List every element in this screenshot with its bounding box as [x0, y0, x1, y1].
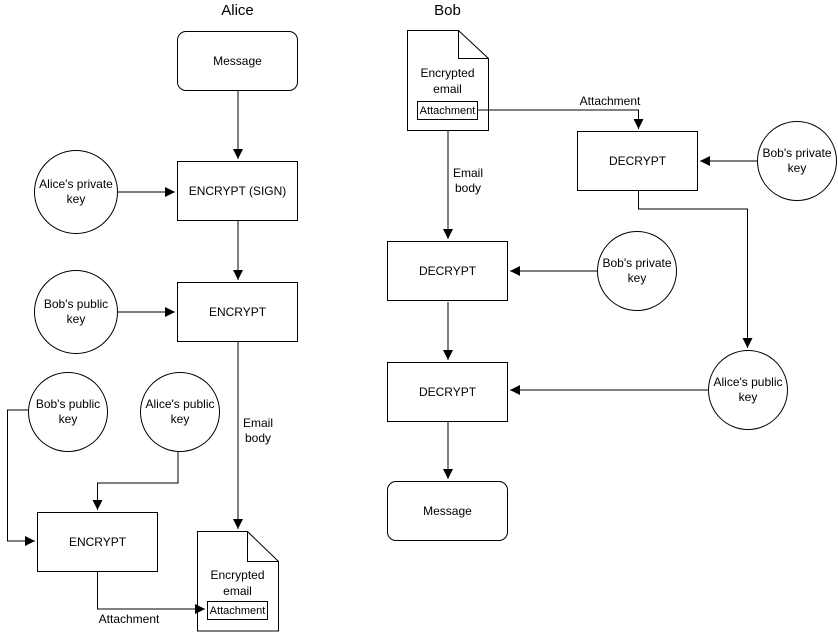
bob-public-key-bottom-node: Bob's public key	[28, 372, 108, 452]
attachment-box-label-bob: Attachment	[419, 104, 476, 117]
attachment-edge-label-alice: Attachment	[98, 612, 160, 626]
decrypt-sign-label: DECRYPT	[418, 384, 477, 399]
encrypted-email-label-bob: Encrypted email	[420, 66, 475, 96]
decrypt-body-label: DECRYPT	[418, 263, 477, 278]
decrypt-attachment-label: DECRYPT	[608, 153, 667, 168]
encrypt-attachment-label: ENCRYPT	[68, 534, 127, 549]
decrypt-body-node: DECRYPT	[387, 241, 508, 301]
bob-private-key-bottom-label: Bob's private key	[602, 256, 672, 285]
bob-column-title: Bob	[434, 2, 461, 19]
encrypted-email-label-alice: Encrypted email	[210, 568, 265, 598]
email-body-edge-label-alice: Email body	[242, 416, 273, 445]
edge-alice-public-key-to-encrypt-attachment	[92, 452, 179, 510]
attachment-box-label-alice: Attachment	[209, 604, 266, 617]
email-body-edge-label-bob: Email body	[452, 166, 483, 195]
edge-decrypt1-to-alice-public-key	[638, 191, 753, 348]
edge-attachment-to-decrypt1	[478, 109, 644, 129]
alice-private-key-node: Alice's private key	[34, 150, 118, 234]
bob-public-key-top-label: Bob's public key	[43, 297, 109, 326]
alice-public-key-label: Alice's public key	[145, 397, 215, 426]
alice-message-label: Message	[213, 53, 262, 68]
bob-private-key-top-node: Bob's private key	[757, 121, 837, 201]
decrypt-attachment-node: DECRYPT	[577, 131, 698, 191]
bob-public-key-bottom-label: Bob's public key	[35, 397, 101, 426]
edge-attachment-to-document-alice	[97, 571, 205, 614]
bob-public-key-top-node: Bob's public key	[34, 270, 118, 354]
alice-private-key-label: Alice's private key	[39, 177, 113, 206]
encrypt-body-node: ENCRYPT	[177, 282, 298, 342]
encrypt-body-label: ENCRYPT	[208, 304, 267, 319]
bob-message-label: Message	[423, 503, 472, 518]
attachment-box-bob: Attachment	[417, 101, 478, 120]
edge-bob-public-key-to-encrypt-attachment	[7, 409, 35, 546]
bob-private-key-top-label: Bob's private key	[762, 146, 832, 175]
encrypt-sign-node: ENCRYPT (SIGN)	[177, 161, 298, 221]
attachment-box-alice: Attachment	[207, 601, 268, 620]
encrypt-sign-label: ENCRYPT (SIGN)	[188, 183, 287, 198]
alice-public-key-node: Alice's public key	[140, 372, 220, 452]
bob-message-node: Message	[387, 481, 508, 541]
alice-message-node: Message	[177, 31, 298, 91]
attachment-edge-label-bob: Attachment	[579, 94, 641, 108]
decrypt-sign-node: DECRYPT	[387, 362, 508, 422]
alice-public-key-bob-label: Alice's public key	[713, 375, 783, 404]
alice-column-title: Alice	[221, 2, 254, 19]
encrypt-attachment-node: ENCRYPT	[37, 512, 158, 572]
bob-private-key-bottom-node: Bob's private key	[597, 231, 677, 311]
alice-public-key-bob-node: Alice's public key	[708, 350, 788, 430]
